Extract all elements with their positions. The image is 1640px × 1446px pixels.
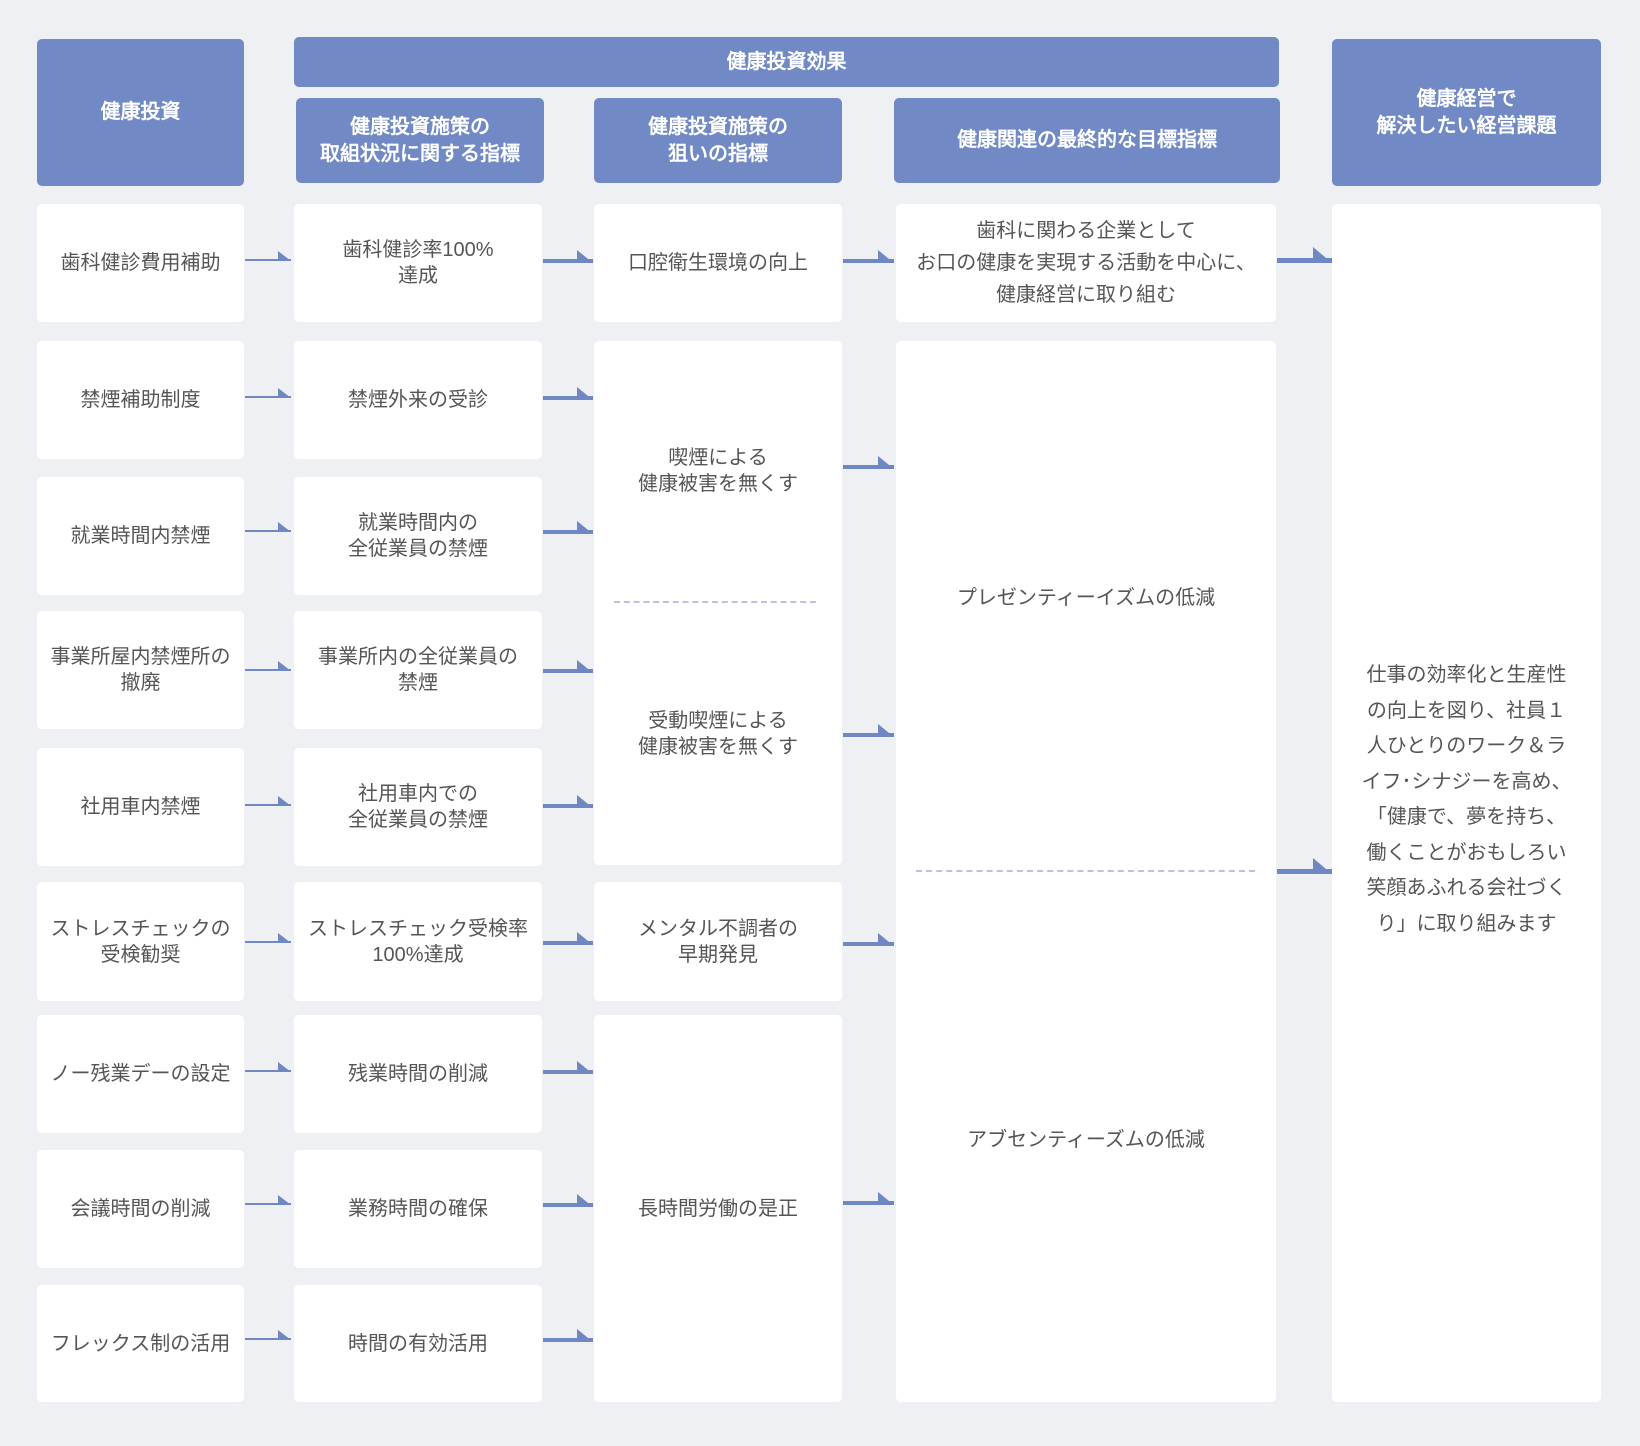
investment-item: 就業時間内禁煙 [37, 477, 244, 595]
arrow-right-icon [543, 658, 593, 674]
arrow-right-icon [543, 519, 593, 535]
activity-indicator-item: 社用車内での 全従業員の禁煙 [294, 748, 542, 866]
arrow-right-icon [843, 248, 894, 264]
final-goal-presenteeism: プレゼンティーイズムの低減 [956, 587, 1216, 609]
header-target-indicator: 健康投資施策の 狙いの指標 [594, 98, 842, 183]
header-health-investment: 健康投資 [37, 39, 244, 186]
arrow-right-icon [245, 660, 291, 672]
investment-item: 禁煙補助制度 [37, 341, 244, 459]
arrow-right-icon [843, 931, 894, 947]
arrow-right-icon [245, 1329, 291, 1341]
arrow-right-icon [245, 932, 291, 944]
arrow-right-icon [245, 250, 291, 262]
activity-indicator-item: 業務時間の確保 [294, 1150, 542, 1268]
activity-indicator-item: 残業時間の削減 [294, 1015, 542, 1133]
arrow-right-icon [1277, 244, 1332, 264]
arrow-right-icon [843, 722, 894, 738]
activity-indicator-item: ストレスチェック受検率 100%達成 [294, 882, 542, 1001]
arrow-right-icon [543, 1327, 593, 1343]
investment-item: フレックス制の活用 [37, 1285, 244, 1402]
arrow-right-icon [543, 385, 593, 401]
target-indicator-oral-hygiene: 口腔衛生環境の向上 [594, 204, 842, 322]
investment-item: 社用車内禁煙 [37, 748, 244, 866]
section-divider [614, 601, 816, 603]
investment-item: ストレスチェックの 受検勧奨 [37, 882, 244, 1001]
header-activity-indicator: 健康投資施策の 取組状況に関する指標 [296, 98, 544, 183]
header-management-issue: 健康経営で 解決したい経営課題 [1332, 39, 1601, 186]
activity-indicator-item: 就業時間内の 全従業員の禁煙 [294, 477, 542, 595]
arrow-right-icon [843, 1190, 894, 1206]
investment-item: ノー残業デーの設定 [37, 1015, 244, 1133]
target-indicator-smoking-group: 喫煙による 健康被害を無くす 受動喫煙による 健康被害を無くす [594, 341, 842, 865]
arrow-right-icon [245, 795, 291, 807]
arrow-right-icon [543, 930, 593, 946]
management-issue-card: 仕事の効率化と生産性 の向上を図り、社員１ 人ひとりのワーク＆ラ イフ･シナジー… [1332, 204, 1601, 1402]
final-goal-group: プレゼンティーイズムの低減 アブセンティーズムの低減 [896, 341, 1276, 1402]
final-goal-absenteeism: アブセンティーズムの低減 [967, 1129, 1205, 1151]
target-indicator-passive-smoking: 受動喫煙による 健康被害を無くす [638, 710, 798, 758]
target-indicator-long-working-hours: 長時間労働の是正 [594, 1015, 842, 1402]
investment-item: 歯科健診費用補助 [37, 204, 244, 322]
arrow-right-icon [543, 1192, 593, 1208]
arrow-right-icon [245, 1061, 291, 1073]
arrow-right-icon [1277, 855, 1332, 875]
investment-item: 会議時間の削減 [37, 1150, 244, 1268]
management-issue-text: 仕事の効率化と生産性 の向上を図り、社員１ 人ひとりのワーク＆ラ イフ･シナジー… [1361, 664, 1572, 935]
arrow-right-icon [543, 1059, 593, 1075]
arrow-right-icon [543, 793, 593, 809]
arrow-right-icon [245, 521, 291, 533]
final-goal-dental: 歯科に関わる企業として お口の健康を実現する活動を中心に、 健康経営に取り組む [896, 204, 1276, 322]
investment-item: 事業所屋内禁煙所の 撤廃 [37, 611, 244, 729]
arrow-right-icon [245, 1194, 291, 1206]
header-final-goal-indicator: 健康関連の最終的な目標指標 [894, 98, 1280, 183]
section-divider [916, 870, 1255, 872]
header-investment-effect-banner: 健康投資効果 [294, 37, 1279, 87]
activity-indicator-item: 時間の有効活用 [294, 1285, 542, 1402]
activity-indicator-item: 事業所内の全従業員の 禁煙 [294, 611, 542, 729]
target-indicator-mental-health: メンタル不調者の 早期発見 [594, 882, 842, 1001]
target-indicator-smoking: 喫煙による 健康被害を無くす [638, 447, 798, 495]
arrow-right-icon [245, 387, 291, 399]
activity-indicator-item: 歯科健診率100% 達成 [294, 204, 542, 322]
activity-indicator-item: 禁煙外来の受診 [294, 341, 542, 459]
arrow-right-icon [843, 454, 894, 470]
arrow-right-icon [543, 248, 593, 264]
